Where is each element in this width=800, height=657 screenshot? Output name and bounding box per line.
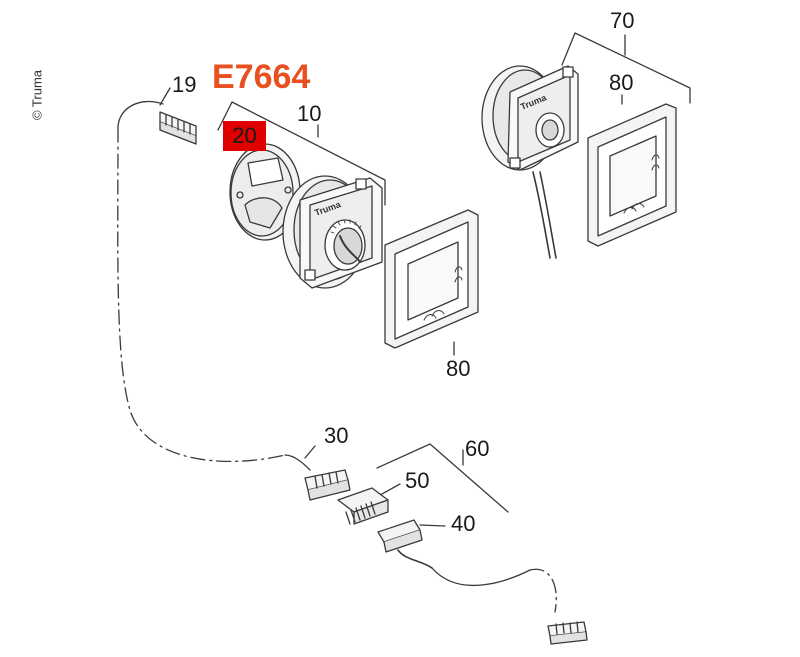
copyright-label: © Truma (29, 69, 45, 121)
callout-40: 40 (451, 511, 476, 536)
cable-30-solid (284, 454, 311, 471)
connector-30 (304, 469, 351, 501)
callout-19: 19 (172, 72, 197, 97)
leader-30 (304, 445, 316, 459)
bracket-70-leader (561, 32, 691, 104)
bracket-60-leader (376, 443, 509, 513)
frame-80-top (587, 103, 677, 247)
callout-70: 70 (610, 8, 635, 33)
leader-40 (419, 524, 446, 527)
cable-19-30-dashed (117, 127, 286, 463)
callout-50: 50 (405, 468, 430, 493)
adapter-50 (337, 487, 389, 525)
cable-19-solid (117, 100, 164, 129)
callout-80-bottom: 80 (446, 356, 471, 381)
callout-10: 10 (297, 101, 322, 126)
connector-19 (159, 111, 197, 145)
callout-80-top: 80 (609, 70, 634, 95)
bracket-10-leader (217, 101, 386, 206)
cable-40-end-dashed (529, 568, 557, 613)
control-module-70 (481, 65, 579, 259)
leader-50 (379, 483, 401, 496)
leader-19 (159, 87, 171, 106)
highlighted-callout-20: 20 (223, 121, 266, 151)
callout-30: 30 (324, 423, 349, 448)
callout-60: 60 (465, 436, 490, 461)
cable-40-solid (431, 567, 531, 586)
part-number-title: E7664 (212, 58, 311, 96)
connector-end (547, 621, 588, 645)
control-module-10 (282, 175, 383, 289)
connector-40 (377, 519, 433, 569)
frame-80-bottom (384, 209, 479, 349)
